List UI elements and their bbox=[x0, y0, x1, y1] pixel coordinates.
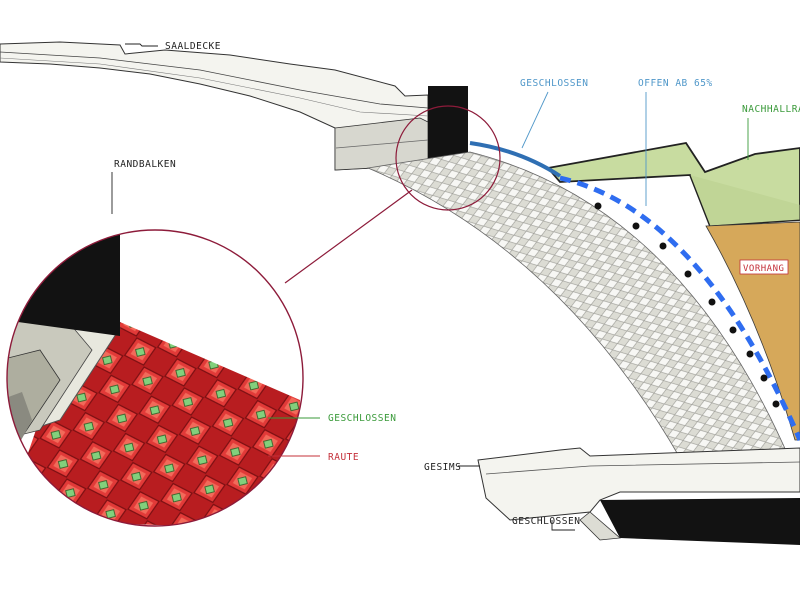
label-geschlossen-bottom: GESCHLOSSEN bbox=[512, 516, 580, 527]
ceiling-profile bbox=[0, 41, 429, 171]
detail-magnifier bbox=[7, 230, 303, 526]
callout-connector bbox=[284, 189, 413, 284]
open-zone-arc bbox=[559, 175, 800, 441]
cornice bbox=[477, 447, 800, 545]
label-saaldecke: SAALDECKE bbox=[165, 41, 221, 52]
lattice-nodes bbox=[594, 202, 780, 408]
label-offen-ab-65: OFFEN AB 65% bbox=[638, 78, 713, 89]
label-geschlossen-detail: GESCHLOSSEN bbox=[328, 413, 396, 424]
edge-beam bbox=[428, 86, 468, 158]
curtain-panel bbox=[705, 221, 800, 441]
leader-lines bbox=[111, 43, 749, 531]
vorhang-tag bbox=[739, 259, 789, 275]
callout-ring bbox=[395, 105, 501, 211]
label-geschlossen-top: GESCHLOSSEN bbox=[520, 78, 588, 89]
label-randbalken: RANDBALKEN bbox=[114, 159, 176, 170]
label-gesims: GESIMS bbox=[424, 462, 461, 473]
reverb-chamber bbox=[546, 142, 800, 227]
label-raute: RAUTE bbox=[328, 452, 359, 463]
closed-zone-arc bbox=[469, 141, 562, 178]
label-vorhang: VORHANG bbox=[743, 264, 784, 274]
label-nachhallraum: NACHHALLRA bbox=[742, 104, 800, 115]
